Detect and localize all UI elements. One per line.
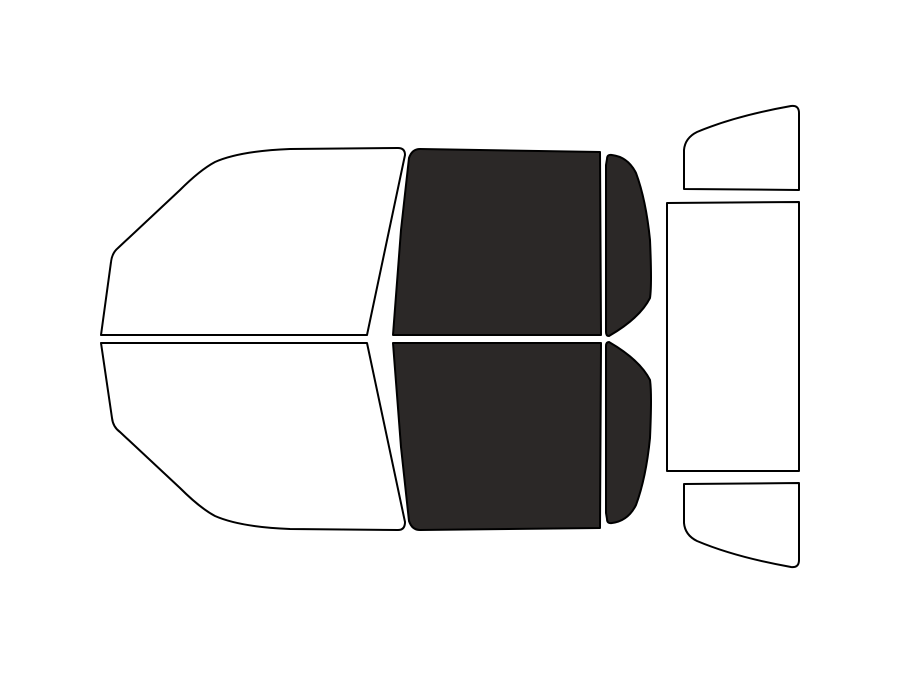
front-door-lower-pane[interactable] <box>392 342 602 531</box>
rear-door-upper-pane[interactable] <box>605 153 652 337</box>
front-door-upper-pane[interactable] <box>392 148 602 336</box>
windshield-lower-pane[interactable] <box>100 342 406 531</box>
rear-quarter-top-pane[interactable] <box>683 104 800 191</box>
rear-door-lower-pane[interactable] <box>605 341 652 525</box>
rear-quarter-bottom-pane[interactable] <box>683 482 800 569</box>
windshield-upper-pane[interactable] <box>100 147 406 336</box>
back-glass-pane[interactable] <box>666 201 800 472</box>
